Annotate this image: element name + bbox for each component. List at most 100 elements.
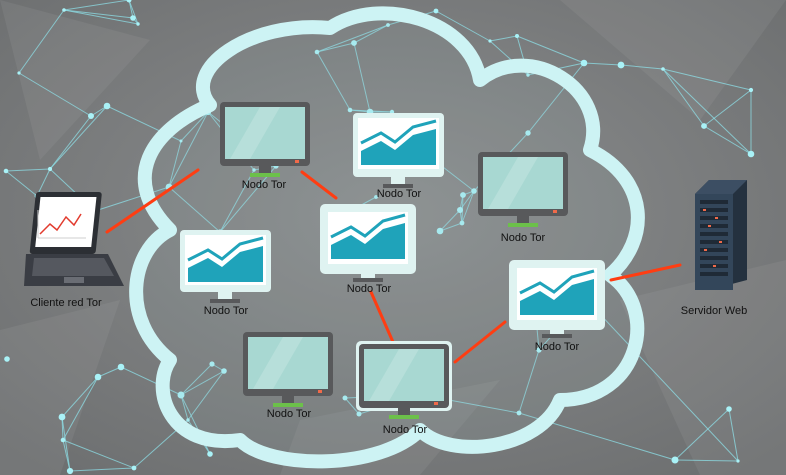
mesh-node [179, 139, 183, 143]
mesh-line [168, 111, 209, 188]
mesh-node [747, 150, 755, 158]
mesh-node [536, 347, 542, 353]
mesh-line [349, 109, 371, 113]
node-label-3: Nodo Tor [501, 232, 546, 244]
mesh-node [94, 373, 102, 381]
mesh-line [18, 9, 65, 74]
mesh-line [62, 439, 135, 469]
mesh-node [342, 395, 348, 401]
mesh-line [728, 408, 739, 462]
mesh-line [518, 349, 540, 414]
mesh-line [69, 467, 135, 472]
mesh-node [457, 207, 463, 213]
mesh-node [314, 49, 320, 55]
mesh-line [516, 35, 585, 64]
node-bottom-center [356, 341, 452, 419]
mesh-node [515, 34, 519, 38]
mesh-node [525, 130, 531, 136]
mesh-node [103, 102, 111, 110]
mesh-node [356, 411, 362, 417]
mesh-line [5, 170, 38, 197]
node-left [180, 230, 271, 303]
mesh-node [130, 15, 136, 21]
server-icon [695, 180, 747, 290]
mesh-line [439, 209, 461, 232]
mesh-line [180, 111, 209, 142]
laptop-icon [24, 192, 124, 286]
node-top-left [220, 102, 310, 177]
node-label-6: Nodo Tor [535, 341, 580, 353]
mesh-line [316, 51, 351, 111]
mesh-line [49, 115, 92, 170]
mesh-line [439, 222, 463, 232]
connection-right-server [609, 263, 682, 282]
connection-node-center [300, 170, 338, 200]
mesh-line [63, 9, 139, 25]
mesh-node [748, 87, 754, 93]
node-label-4: Nodo Tor [347, 283, 392, 295]
mesh-node [671, 456, 679, 464]
node-label-1: Nodo Tor [242, 179, 287, 191]
mesh-node [701, 123, 707, 129]
mesh-line [168, 140, 182, 188]
mesh-line [583, 62, 622, 66]
mesh-line [62, 439, 71, 472]
mesh-line [219, 169, 255, 233]
mesh-line [316, 42, 355, 53]
connection-client-node [105, 168, 200, 234]
mesh-node [131, 465, 137, 471]
connection-center-bottom [369, 290, 395, 344]
node-center [320, 204, 416, 282]
mesh-line [595, 309, 739, 462]
node-top-right [478, 152, 568, 227]
mesh-node [580, 59, 588, 67]
mesh-line [353, 42, 371, 113]
mesh-node [347, 107, 353, 113]
mesh-node [386, 23, 390, 27]
mesh-line [662, 68, 752, 91]
mesh-node [526, 73, 530, 77]
node-top-center [353, 113, 444, 188]
mesh-line [489, 35, 518, 42]
connection-bottom-right [453, 320, 507, 364]
node-label-7: Nodo Tor [267, 408, 312, 420]
mesh-line [461, 190, 475, 224]
mesh-line [620, 64, 664, 70]
mesh-line [94, 186, 170, 212]
tor-circuit [105, 168, 682, 364]
mesh-line [180, 394, 189, 421]
mesh-line [63, 0, 130, 11]
mesh-line [316, 24, 389, 53]
mesh-line [180, 363, 213, 396]
mesh-line [128, 0, 134, 19]
mesh-line [187, 370, 225, 421]
mesh-node [117, 363, 125, 371]
mesh-node [617, 61, 625, 69]
mesh-line [459, 190, 475, 211]
mesh-line [674, 459, 739, 462]
mesh-line [180, 370, 225, 396]
node-label-2: Nodo Tor [377, 188, 422, 200]
mesh-line [62, 376, 99, 441]
node-label-8: Nodo Tor [383, 424, 428, 436]
mesh-node [516, 410, 522, 416]
mesh-node [66, 467, 74, 475]
mesh-line [36, 168, 51, 197]
mesh-node [186, 418, 190, 422]
mesh-node [62, 8, 66, 12]
mesh-node [471, 188, 477, 194]
mesh-line [703, 89, 752, 127]
mesh-node [221, 368, 227, 374]
mesh-node [209, 361, 215, 367]
mesh-node [4, 356, 10, 362]
node-label-5: Nodo Tor [204, 305, 249, 317]
mesh-node [661, 67, 665, 71]
mesh-line [435, 10, 491, 42]
mesh-node [207, 451, 213, 457]
mesh-node [60, 437, 66, 443]
mesh-line [344, 397, 360, 415]
mesh-line [18, 72, 92, 117]
mesh-node [736, 459, 740, 463]
server-label: Servidor Web [681, 305, 747, 317]
mesh-node [460, 192, 466, 198]
